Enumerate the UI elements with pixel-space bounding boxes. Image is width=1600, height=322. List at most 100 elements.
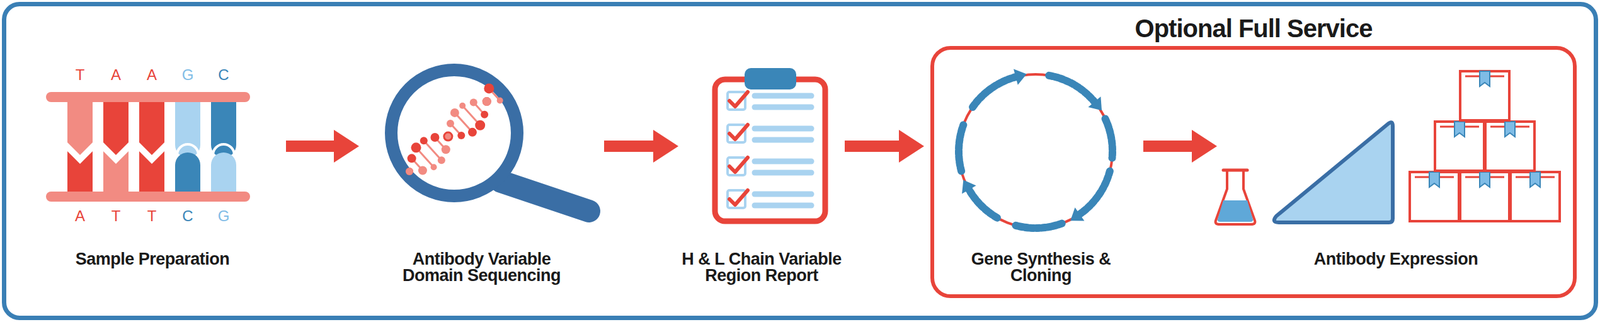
flow-arrow [1143,129,1218,163]
product-boxes [1409,171,1459,222]
gene-segment [1087,96,1102,111]
helix [459,102,466,109]
base-letter: A [142,66,162,84]
checklist [729,190,748,205]
flask-icon [1223,168,1248,172]
helix [418,165,428,175]
dna-strand [67,102,237,192]
product-boxes [1409,71,1560,222]
gene-segment [958,124,964,171]
process-step: Gene Synthesis & Cloning [944,56,1138,290]
product-boxes [1429,171,1440,188]
checklist [754,170,812,176]
helix [423,140,442,160]
helix [420,136,428,145]
magnifier-icon [391,69,589,212]
checklist [729,157,748,172]
gene-segment [1105,118,1113,158]
checklist [754,191,812,198]
plasmid-icon [958,69,1113,229]
dna-icon [45,191,251,202]
checklist [727,91,812,208]
dna-strand [212,144,235,155]
helix [430,163,438,171]
helix [430,132,440,142]
dna-strand [103,151,129,192]
product-boxes [1504,121,1515,137]
helix [444,133,452,140]
magnifier-icon [391,69,518,196]
gene-segment [1015,223,1062,229]
clipboard-icon [744,68,797,90]
flask-icon [1215,170,1256,225]
clipboard-icon [714,68,826,222]
checklist [754,137,812,143]
helix [450,108,460,118]
step-label: Antibody Variable Domain Sequencing [387,250,577,284]
product-boxes [1434,121,1485,171]
process-step: H & L Chain Variable Region Report [684,56,839,290]
gene-segment [1079,171,1110,215]
step-label: Antibody Expression [1263,250,1529,268]
base-letter: A [106,66,126,84]
flask-icon [1215,170,1256,225]
product-boxes [1479,71,1490,87]
gene-segment [972,76,1016,108]
dna-strand [211,102,237,158]
step-label: Gene Synthesis & Cloning [965,250,1117,284]
flask-icon [1217,200,1253,222]
process-step: Sample Preparation [25,56,280,290]
base-letter: T [70,66,90,84]
base-letter: C [214,66,234,84]
gene-segment [1070,207,1085,221]
dna-icon [45,91,251,103]
checklist [754,158,812,165]
helix [405,167,414,176]
step-label: H & L Chain Variable Region Report [654,250,869,284]
checklist [754,125,812,132]
helix [469,98,478,107]
gene-segment [958,69,1113,229]
helix [480,110,489,119]
helix [446,119,455,128]
magnifier-icon [500,181,589,212]
helix [474,120,486,131]
helix [405,167,414,176]
plasmid-icon [958,74,1113,229]
helix [482,97,492,106]
product-boxes [1460,71,1510,121]
dna-icon [45,91,251,202]
checklist [729,91,748,107]
dna-strand [139,151,165,192]
base-letter: G [214,207,234,225]
service-group: Optional Full ServiceGene Synthesis & Cl… [930,45,1577,298]
gene-segment [961,179,977,194]
product-boxes [1479,171,1490,188]
helix [407,153,417,163]
step-label: Sample Preparation [26,250,279,268]
dna-strand [103,102,129,155]
clipboard-icon [714,79,826,222]
checklist [754,93,812,99]
base-letter: T [106,207,126,225]
helix [411,142,422,153]
dna-strand [139,102,165,155]
gene-segment [1013,69,1027,86]
dna-strand [67,151,93,192]
helix [482,97,492,106]
gene-segment [968,189,998,218]
process-step: Antibody Variable Domain Sequencing [365,56,598,290]
helix [442,131,453,142]
dna-strand [67,102,93,155]
helix [441,144,451,154]
group-title: Optional Full Service [934,14,1573,43]
product-boxes [1460,171,1510,222]
base-letter: T [142,207,162,225]
ramp-icon [1274,122,1393,223]
base-letter: A [70,207,90,225]
checklist [754,104,812,111]
gene-segment [1048,75,1095,103]
helix [497,97,504,104]
dna-strand [175,152,201,192]
